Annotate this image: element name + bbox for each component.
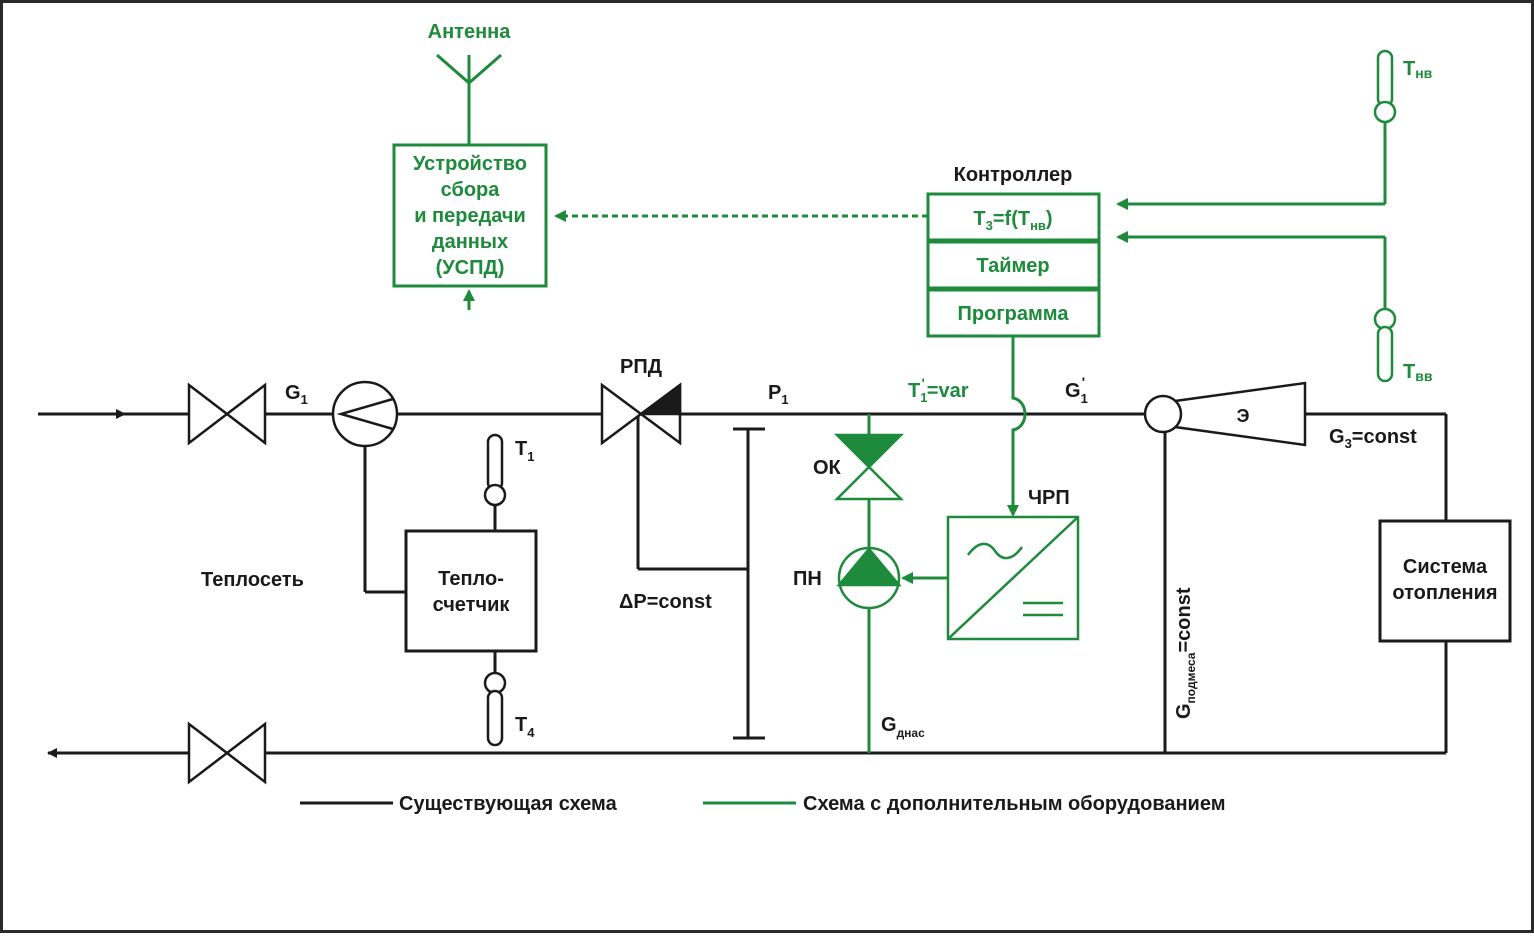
svg-text:Тепло-: Тепло-	[438, 568, 504, 590]
t1-var-label: T1'=var	[908, 375, 969, 405]
antenna-label: Антенна	[428, 21, 512, 43]
controller-title: Контроллер	[954, 164, 1073, 186]
check-valve-label: ОК	[813, 457, 842, 479]
thermometer-icon	[1373, 49, 1397, 124]
svg-text:и передачи: и передачи	[414, 205, 526, 227]
dp-label: ΔP=const	[619, 591, 712, 613]
thermometer-icon	[483, 671, 507, 747]
pump-label: ПН	[793, 568, 822, 590]
p1-label: P1	[768, 382, 789, 407]
t-indoor-label: Tвв	[1403, 361, 1433, 384]
controller-formula-block	[926, 192, 1101, 242]
thermometer-icon	[1373, 307, 1397, 383]
heat-network-label: Теплосеть	[201, 569, 304, 591]
gate-valve-icon	[187, 382, 267, 446]
ejector-icon	[1143, 381, 1307, 447]
t-outdoor-label: Tнв	[1403, 58, 1433, 81]
svg-text:отопления: отопления	[1392, 582, 1497, 604]
svg-text:Система: Система	[1403, 556, 1488, 578]
svg-text:счетчик: счетчик	[433, 594, 511, 616]
rpd-label: РПД	[620, 356, 662, 378]
controller-timer-label: Таймер	[976, 255, 1049, 277]
thermometer-icon	[483, 433, 507, 507]
heat-meter-label: Тепло- счетчик	[433, 568, 511, 616]
controller-formula: T3=f(Tнв)	[973, 208, 1052, 233]
heating-system-label: Система отопления	[1392, 556, 1497, 604]
svg-text:данных: данных	[432, 231, 508, 253]
controller-program-label: Программа	[958, 303, 1070, 325]
pressure-regulator-icon	[600, 382, 682, 446]
flow-meter-icon	[331, 380, 399, 448]
svg-text:сбора: сбора	[441, 179, 501, 201]
controller-timer-block	[926, 240, 1101, 290]
g1-label: G1	[285, 382, 308, 407]
frequency-converter-icon	[946, 515, 1080, 641]
heating-system-box	[1378, 519, 1512, 643]
g-mixing-label: Gподмеса=const	[1173, 587, 1198, 719]
controller-program-block	[926, 288, 1101, 338]
ejector-label: Э	[1237, 406, 1250, 426]
t1-label: T1	[515, 438, 534, 464]
t4-label: T4	[515, 714, 535, 740]
existing-piping	[38, 409, 1448, 758]
legend-existing-label: Существующая схема	[399, 793, 618, 815]
heat-meter-box	[404, 529, 538, 653]
g-pump-flow-label: Gднас	[881, 714, 925, 740]
pump-icon	[836, 546, 902, 610]
additional-piping	[436, 53, 1387, 753]
legend-additional-label: Схема с дополнительным оборудованием	[803, 793, 1226, 815]
heat-point-schematic: Антенна Устройство сбора и передачи данн…	[38, 21, 1512, 815]
svg-text:(УСПД): (УСПД)	[436, 257, 505, 279]
uspd-box	[392, 143, 548, 288]
svg-text:Устройство: Устройство	[413, 153, 527, 175]
vfd-label: ЧРП	[1028, 487, 1070, 509]
gate-valve-icon	[187, 721, 267, 785]
g1-prime-label: G1'	[1065, 374, 1088, 406]
g3-label: G3=const	[1329, 426, 1417, 451]
uspd-label: Устройство сбора и передачи данных (УСПД…	[413, 153, 527, 279]
check-valve-icon	[833, 433, 905, 501]
